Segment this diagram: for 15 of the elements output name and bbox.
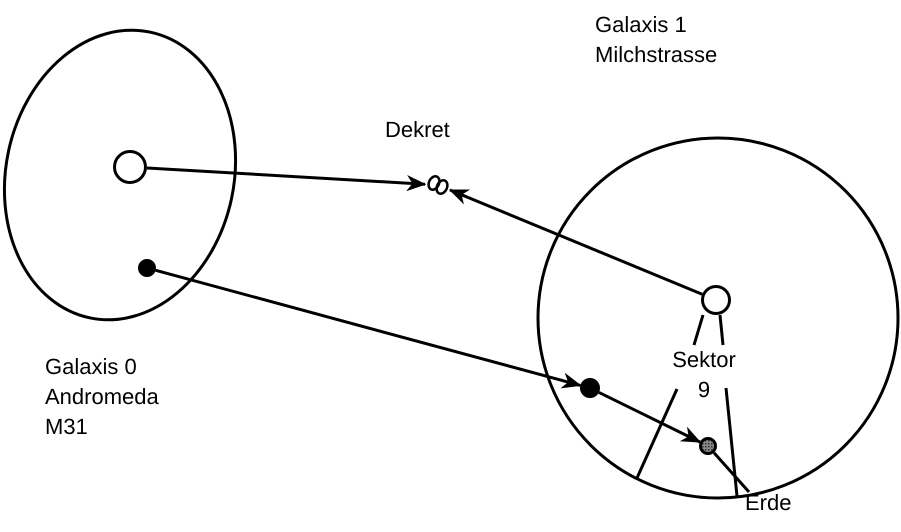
- text-label: Dekret: [385, 116, 451, 144]
- arrow: [146, 166, 426, 191]
- arrow: [155, 268, 581, 388]
- text-label: Erde: [745, 489, 792, 517]
- filled-dot: [580, 378, 600, 398]
- shaded-dot: [699, 437, 717, 455]
- arrow: [449, 188, 703, 296]
- galaxy-label: Galaxis 1 Milchstrasse: [595, 11, 718, 69]
- open-circle: [113, 150, 147, 184]
- open-circle: [701, 285, 731, 315]
- arrow: [598, 391, 701, 444]
- sector-label: Sektor 9: [671, 346, 737, 404]
- filled-dot: [138, 259, 156, 277]
- leader-line: [712, 452, 750, 493]
- galaxy-label: Galaxis 0 Andromeda M31: [45, 353, 160, 441]
